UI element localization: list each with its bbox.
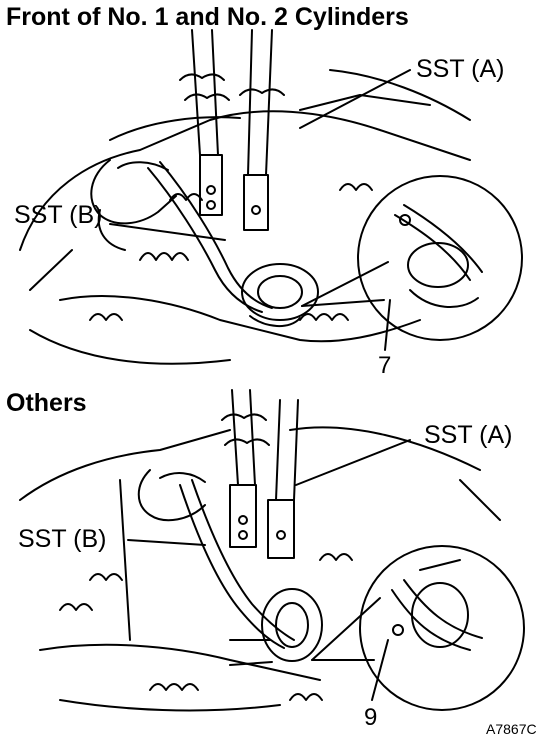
- leader-sst-b-top: [109, 223, 226, 241]
- top-panel-heading: Front of No. 1 and No. 2 Cylinders: [6, 3, 409, 31]
- leader-9: [371, 639, 389, 701]
- top-callout-number: 7: [378, 352, 392, 379]
- bottom-panel-drawing: [19, 389, 525, 712]
- bottom-panel-heading: Others: [6, 389, 87, 417]
- top-sst-b-label: SST (B): [14, 201, 103, 229]
- leader-sst-a-top: [299, 69, 411, 129]
- bottom-callout-number: 9: [364, 704, 378, 731]
- leader-7: [384, 299, 391, 351]
- leader-sst-b-bottom: [127, 539, 206, 546]
- top-sst-a-label: SST (A): [416, 55, 505, 83]
- figure-code: A7867C: [486, 721, 537, 737]
- leader-sst-a-bottom: [295, 439, 411, 486]
- bottom-sst-b-label: SST (B): [18, 525, 107, 553]
- top-panel-drawing: [19, 29, 523, 365]
- bottom-sst-a-label: SST (A): [424, 421, 513, 449]
